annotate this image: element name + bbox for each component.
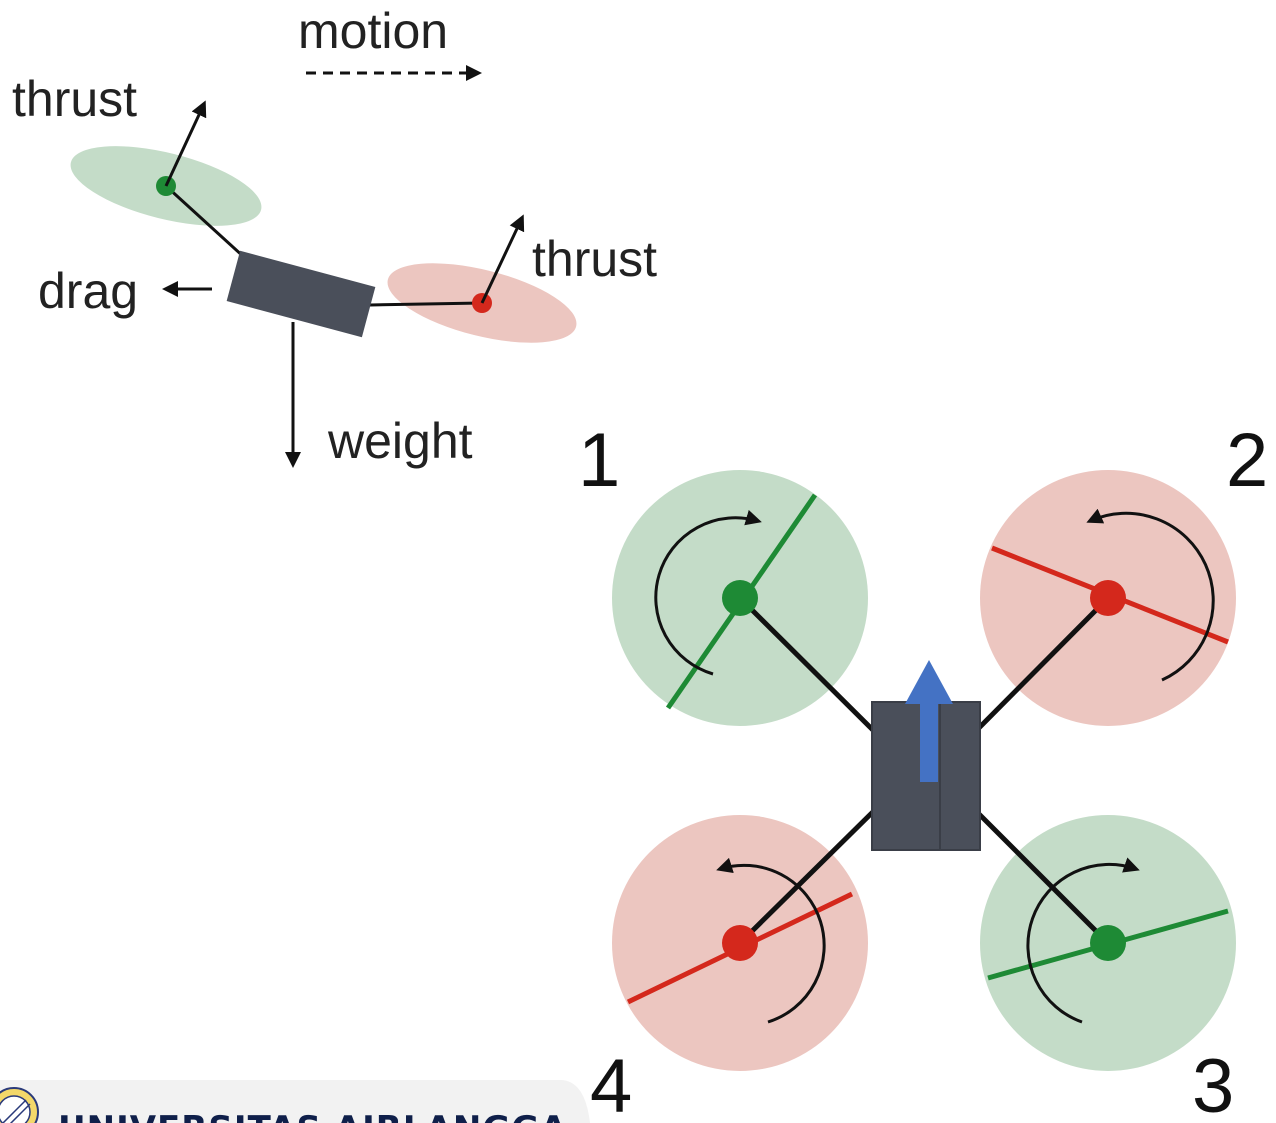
arm-4 (738, 795, 890, 945)
side-body (226, 250, 376, 338)
footer-bar: UNIVERSITAS AIRLANGGA (0, 1080, 590, 1123)
thrust-arrow-left (164, 100, 207, 187)
arm-3 (960, 795, 1110, 945)
rotor-1-hub (722, 580, 758, 616)
rotor-4-counterclockwise-arrow-icon (716, 857, 826, 1024)
side-arm-right (369, 301, 483, 307)
rotor-3-number: 3 (1192, 1044, 1234, 1123)
university-seal-icon (0, 1087, 39, 1123)
arm-1 (738, 596, 890, 747)
rotor-3-hub (1090, 925, 1126, 961)
thrust-right-label: thrust (532, 231, 657, 287)
direction-arrow-shaft (920, 700, 938, 782)
drag-label: drag (38, 263, 138, 319)
thrust-arrow-right (480, 214, 525, 304)
weight-label: weight (327, 413, 473, 469)
thrust-left-label: thrust (12, 71, 137, 127)
direction-arrow-icon (905, 660, 953, 704)
rotor-2-hub (1090, 580, 1126, 616)
side-arm-left (164, 184, 247, 260)
rotor-2-number: 2 (1226, 418, 1268, 503)
rotor-1-clockwise-arrow-icon (654, 509, 762, 676)
rotor-1-number: 1 (578, 418, 620, 503)
rotor-4-number: 4 (590, 1044, 632, 1123)
arm-2 (960, 596, 1110, 747)
side-view: motion thrust thrust drag weight (12, 3, 657, 469)
footer-background (0, 1080, 590, 1123)
top-view: 1 2 3 4 (578, 418, 1268, 1123)
rotor-3-clockwise-arrow-icon (1026, 857, 1140, 1024)
rotor-2-counterclockwise-arrow-icon (1086, 508, 1215, 682)
motion-label: motion (298, 3, 448, 59)
rotor-4-hub (722, 925, 758, 961)
institution-name: UNIVERSITAS AIRLANGGA (58, 1109, 567, 1123)
